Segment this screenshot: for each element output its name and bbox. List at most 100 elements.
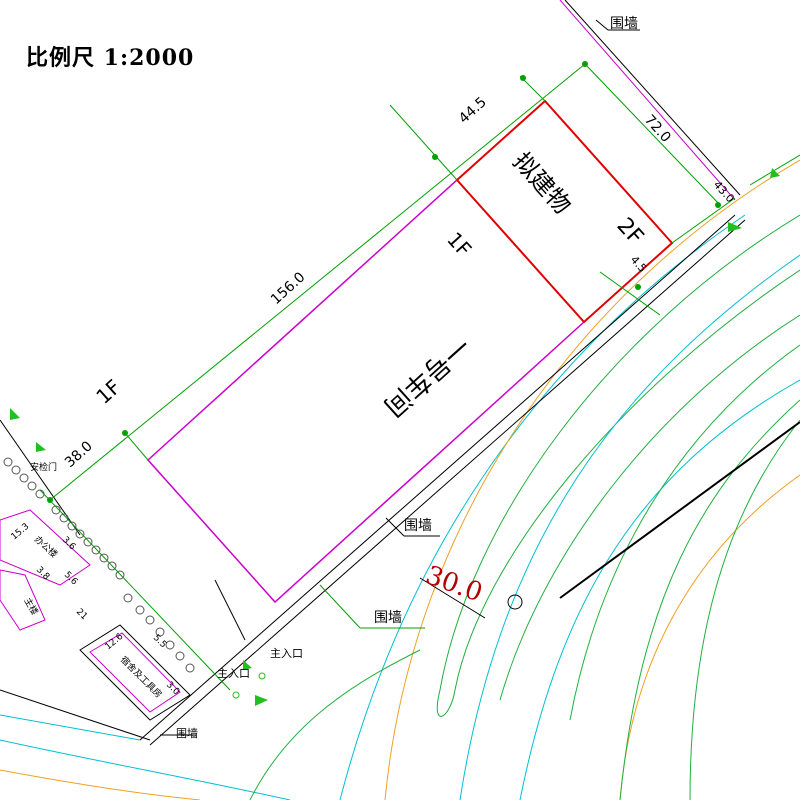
tree bbox=[107, 561, 117, 571]
road-edge-orange-1 bbox=[384, 159, 800, 800]
tree-row bbox=[3, 457, 523, 699]
small-dim-c: 21 bbox=[74, 607, 89, 622]
tree bbox=[27, 481, 37, 491]
small-dim-f: 5.6 bbox=[62, 570, 79, 587]
wall-top-right bbox=[559, 0, 736, 201]
dim-tick-7 bbox=[47, 497, 53, 503]
dimension-gap-top: 43.0 bbox=[711, 178, 737, 205]
tree bbox=[115, 570, 125, 580]
small-dim-d: 12.6 bbox=[104, 632, 126, 653]
dim-line-bottom bbox=[39, 489, 231, 691]
markers bbox=[10, 168, 780, 706]
tree bbox=[175, 651, 185, 661]
tree bbox=[67, 521, 77, 531]
tree-green bbox=[258, 672, 266, 680]
tree bbox=[59, 513, 69, 523]
dormitory-label: 宿舍及工具房 bbox=[118, 654, 165, 701]
road-green-4 bbox=[619, 399, 800, 800]
wall-top-right-2 bbox=[564, 0, 741, 196]
office-building-outline bbox=[0, 509, 91, 586]
floor-workshop: 1F bbox=[442, 227, 476, 261]
road-green-5 bbox=[689, 419, 800, 800]
small-dim-a: 15.3 bbox=[10, 522, 32, 543]
dim-line-long bbox=[49, 63, 586, 501]
scale-title: 比例尺 1:2000 bbox=[26, 45, 195, 71]
dim-ext-1 bbox=[124, 432, 149, 461]
dim-tick-2 bbox=[432, 154, 438, 160]
planned-building-name: 拟建物 bbox=[508, 147, 577, 219]
wall-diagonal-2 bbox=[149, 219, 746, 746]
tree-green bbox=[232, 691, 240, 699]
dim-line-right bbox=[584, 63, 721, 206]
dim-tick-6 bbox=[635, 284, 641, 290]
tree bbox=[185, 663, 195, 673]
road-green-2 bbox=[499, 314, 800, 701]
bottom-left-boundary-2 bbox=[0, 714, 141, 741]
road-width: 30.0 bbox=[422, 560, 487, 608]
road-edge-cyan-2 bbox=[519, 379, 800, 800]
small-dim-e: 3.6 bbox=[60, 535, 77, 552]
leader-wall-mid bbox=[385, 517, 405, 537]
road-edge-orange-2 bbox=[619, 474, 800, 800]
small-dim-g: 3.0 bbox=[164, 680, 181, 697]
wall-label-lower: 围墙 bbox=[374, 610, 402, 626]
wall-label-mid: 围墙 bbox=[404, 518, 432, 534]
dim-tick-1 bbox=[122, 430, 128, 436]
dim-ext-4 bbox=[671, 197, 736, 244]
floor-planned: 2F bbox=[612, 213, 648, 250]
wall-diagonal bbox=[139, 214, 736, 741]
leader-lines bbox=[160, 19, 640, 736]
dimension-overall-length: 156.0 bbox=[268, 269, 309, 308]
tree bbox=[155, 627, 165, 637]
dorm-building-outline bbox=[79, 624, 191, 721]
road-green-3 bbox=[569, 344, 800, 721]
marker-triangle-6 bbox=[770, 168, 780, 178]
dim-line-gap bbox=[599, 271, 661, 316]
office-label: 办公楼 bbox=[32, 533, 60, 560]
security-gate-label: 安检门 bbox=[30, 461, 57, 473]
marker-triangle-2 bbox=[36, 442, 46, 452]
leader-wall-top-2 bbox=[595, 19, 609, 31]
main-building-label: 主楼 bbox=[21, 596, 40, 618]
dim-tick-4 bbox=[582, 61, 588, 67]
tree bbox=[3, 457, 13, 467]
dim-line-wall bbox=[319, 584, 361, 629]
dimension-to-wall: 72.0 bbox=[641, 112, 674, 146]
tree bbox=[123, 593, 133, 603]
marker-triangle-5 bbox=[255, 695, 268, 706]
tree bbox=[51, 505, 61, 515]
dimension-gap-side: 4.5 bbox=[628, 253, 649, 275]
road-bottom-left-orange bbox=[0, 769, 201, 800]
dim-line-ne bbox=[749, 154, 800, 186]
road-cyan-3 bbox=[459, 254, 800, 800]
dimension-ticks bbox=[47, 61, 721, 503]
wall-label-top: 围墙 bbox=[610, 16, 638, 32]
marker-triangle-1 bbox=[10, 408, 20, 420]
floor-outside: 1F bbox=[91, 375, 125, 409]
main-entrance-label: 主入口 bbox=[270, 647, 303, 660]
tree bbox=[19, 473, 29, 483]
tree bbox=[135, 605, 145, 615]
dimension-planned-depth: 44.5 bbox=[456, 94, 490, 127]
tree bbox=[83, 537, 93, 547]
main-building-outline bbox=[0, 569, 46, 631]
leader-road bbox=[419, 577, 486, 619]
bottom-left-boundary bbox=[0, 689, 151, 741]
road-green-1 bbox=[436, 214, 800, 717]
main-entrance-label-2: 主入口 bbox=[217, 667, 250, 680]
workshop-name: 一号车间 bbox=[378, 330, 475, 422]
tree bbox=[91, 545, 101, 555]
road-bottom-left-curve bbox=[0, 739, 291, 800]
tree bbox=[165, 640, 175, 650]
road-edge-cyan-1 bbox=[339, 214, 746, 800]
boundary-lines bbox=[0, 0, 746, 746]
road-center-black bbox=[559, 421, 800, 599]
dimension-lines bbox=[39, 63, 800, 691]
left-diag bbox=[0, 419, 81, 536]
tree bbox=[11, 465, 21, 475]
tree-large bbox=[507, 594, 523, 610]
dimension-offset: 38.0 bbox=[62, 438, 96, 471]
road-bottom-cross bbox=[249, 649, 421, 800]
small-dim-h: 5.5 bbox=[151, 633, 168, 650]
